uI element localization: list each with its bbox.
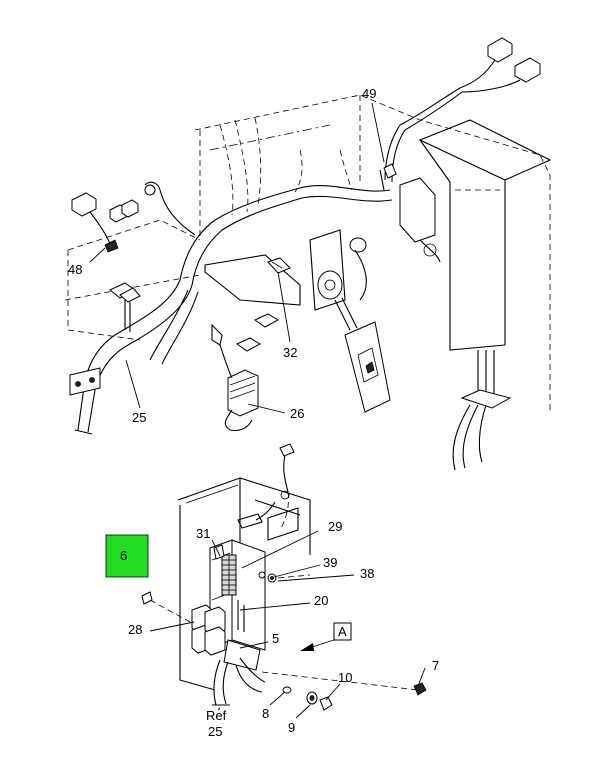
view-label-a: A [338, 624, 347, 639]
callout-32: 32 [283, 345, 297, 360]
connector-top-right [399, 37, 541, 131]
throttle-pedal [309, 229, 391, 413]
callout-ref-number: 25 [208, 724, 222, 739]
callout-ref-text: Ref [206, 708, 227, 723]
callout-6: 6 [120, 548, 127, 563]
callout-8: 8 [262, 706, 269, 721]
lower-panel-assembly [141, 443, 427, 711]
highlight-box [105, 534, 149, 578]
view-a-arrow [300, 622, 352, 651]
callout-10: 10 [338, 670, 352, 685]
callout-29: 29 [328, 519, 342, 534]
callout-7: 7 [432, 658, 439, 673]
callout-25: 25 [132, 410, 146, 425]
module-26 [219, 344, 259, 432]
callout-5: 5 [272, 631, 279, 646]
callout-48: 48 [68, 262, 82, 277]
callout-38: 38 [360, 566, 374, 581]
leader-lines [89, 102, 426, 719]
callout-49: 49 [362, 86, 376, 101]
callout-26: 26 [290, 406, 304, 421]
callout-20: 20 [314, 593, 328, 608]
fuse-block [221, 554, 237, 596]
callout-9: 9 [288, 720, 295, 735]
upper-wiring-assembly [64, 37, 552, 471]
callout-31: 31 [196, 526, 210, 541]
relays [191, 604, 226, 656]
callout-39: 39 [323, 555, 337, 570]
callout-28: 28 [128, 622, 142, 637]
